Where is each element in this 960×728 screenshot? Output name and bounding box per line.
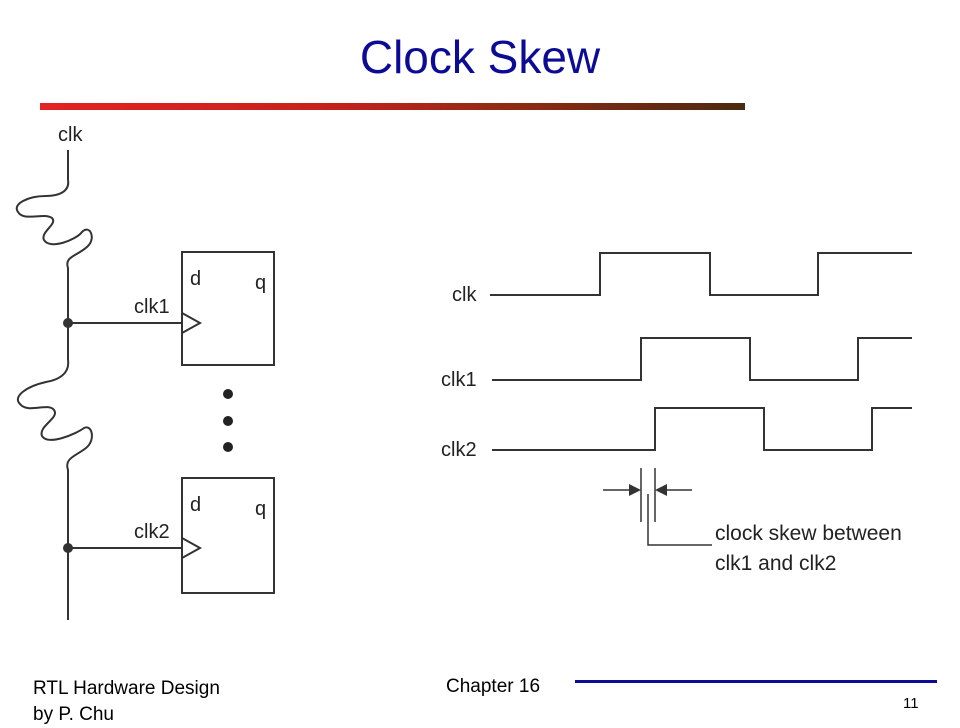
clk-signal-label: clk <box>452 284 477 306</box>
skew-arrow-right <box>655 484 667 496</box>
clk2-signal-label: clk2 <box>441 439 477 461</box>
footer-book-author: by P. Chu <box>33 704 114 725</box>
footer-book-title: RTL Hardware Design <box>33 678 220 699</box>
footer-rule <box>575 680 937 683</box>
clk2-waveform <box>492 407 912 451</box>
ff2-q-label: q <box>255 498 266 520</box>
flipflop-2: d q <box>181 477 275 594</box>
clk2-junction-dot <box>63 543 73 553</box>
clk-waveform <box>490 252 912 296</box>
clk1-branch-label: clk1 <box>134 296 170 318</box>
clock-distribution-circuit <box>15 150 182 620</box>
ellipsis-dots <box>223 389 233 452</box>
timing-diagram <box>490 252 912 451</box>
ff1-q-label: q <box>255 272 266 294</box>
skew-marker <box>603 468 712 546</box>
ff1-d-label: d <box>190 268 201 290</box>
clk-source-label: clk <box>58 124 83 146</box>
title-rule <box>40 103 745 110</box>
clk1-junction-dot <box>63 318 73 328</box>
delay-squiggle-1 <box>15 179 93 295</box>
skew-annotation-line2: clk1 and clk2 <box>715 552 836 575</box>
skew-leader-line <box>647 494 712 546</box>
footer-chapter: Chapter 16 <box>446 676 541 697</box>
skew-arrow-left <box>629 484 641 496</box>
clk1-waveform <box>492 337 912 381</box>
clk2-branch-label: clk2 <box>134 521 170 543</box>
ff2-d-label: d <box>190 494 201 516</box>
footer-book: RTL Hardware Design by P. Chu <box>33 676 220 728</box>
page-number: 11 <box>903 695 919 712</box>
flipflop-1: d q <box>181 251 275 366</box>
slide-title: Clock Skew <box>359 31 601 83</box>
skew-annotation-line1: clock skew between <box>715 522 902 545</box>
delay-squiggle-2 <box>17 359 93 520</box>
clk1-signal-label: clk1 <box>441 369 477 391</box>
